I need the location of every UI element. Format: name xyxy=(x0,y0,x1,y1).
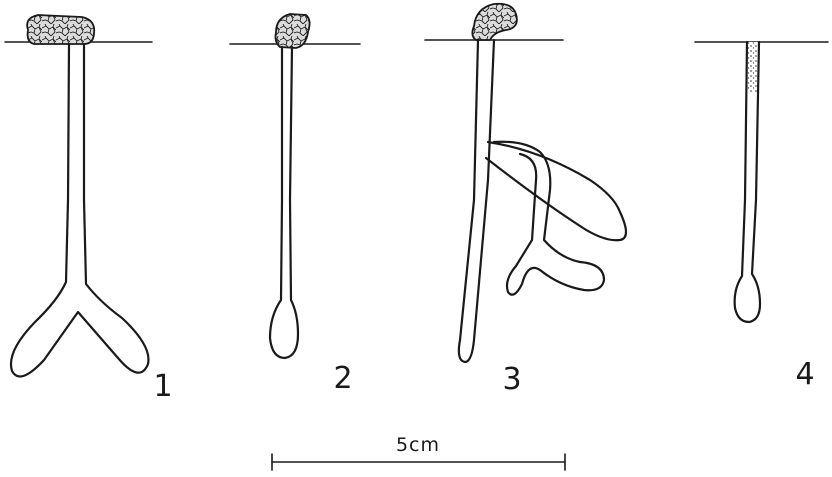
specimen-2-label: 2 xyxy=(333,361,352,396)
root-2 xyxy=(270,47,298,358)
specimen-4-label: 4 xyxy=(795,357,814,392)
specimen-4: 4 xyxy=(695,42,828,392)
seed-cap-3 xyxy=(472,4,516,40)
root-1 xyxy=(11,44,148,376)
stippled-section-4 xyxy=(747,42,758,92)
specimen-2: 2 xyxy=(230,14,360,396)
root-3-branch-upper xyxy=(486,142,626,240)
root-3-main xyxy=(459,40,494,362)
specimen-3: 3 xyxy=(425,4,626,397)
specimen-1: 1 xyxy=(5,15,173,404)
scale-bar-label: 5cm xyxy=(396,434,440,456)
scale-bar: 5cm xyxy=(272,434,565,470)
specimen-3-label: 3 xyxy=(502,362,521,397)
specimen-1-label: 1 xyxy=(153,369,172,404)
seed-cap-2 xyxy=(276,14,310,48)
root-3-branch-lower xyxy=(494,142,604,295)
seed-cap-1 xyxy=(27,15,94,44)
